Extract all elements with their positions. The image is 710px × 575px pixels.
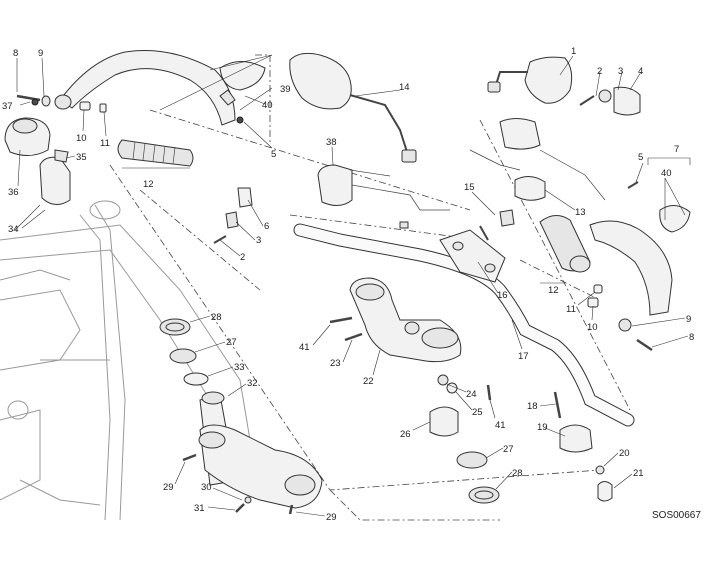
diagram-code: SOS00667 bbox=[652, 510, 701, 521]
callout-labels: 8 9 37 10 11 40 39 5 12 35 36 34 6 3 2 1… bbox=[2, 46, 694, 523]
callout-21: 21 bbox=[633, 468, 644, 479]
callout-23: 23 bbox=[330, 358, 341, 369]
brake-master-cylinder bbox=[469, 118, 606, 227]
grip-left bbox=[117, 139, 194, 167]
callout-14: 14 bbox=[399, 82, 410, 93]
upper-triple-clamp bbox=[329, 277, 462, 363]
callout-5-right: 5 bbox=[638, 152, 643, 163]
callout-3-right: 3 bbox=[618, 66, 623, 77]
callout-13: 13 bbox=[575, 207, 586, 218]
callout-2-right: 2 bbox=[597, 66, 602, 77]
callout-10-right: 10 bbox=[587, 322, 598, 333]
callout-40-right: 40 bbox=[661, 168, 672, 179]
callout-9-left: 9 bbox=[38, 48, 43, 59]
callout-41-right: 41 bbox=[495, 420, 506, 431]
right-lever bbox=[587, 181, 691, 352]
callout-27-left: 27 bbox=[226, 337, 237, 348]
callout-17: 17 bbox=[518, 351, 529, 362]
callout-9-right: 9 bbox=[686, 314, 691, 325]
callout-8-right: 8 bbox=[689, 332, 694, 343]
callout-19: 19 bbox=[537, 422, 548, 433]
callout-18: 18 bbox=[527, 401, 538, 412]
callout-29-left: 29 bbox=[163, 482, 174, 493]
callout-33: 33 bbox=[234, 362, 245, 373]
callout-15: 15 bbox=[464, 182, 475, 193]
lever-guard-left bbox=[219, 61, 266, 106]
steering-stem bbox=[198, 391, 323, 509]
callout-10-left: 10 bbox=[76, 133, 87, 144]
callout-41-left: 41 bbox=[299, 342, 310, 353]
left-lever bbox=[54, 49, 236, 126]
callout-24: 24 bbox=[466, 389, 477, 400]
callout-3-left: 3 bbox=[256, 235, 261, 246]
handlebar-clamp bbox=[439, 225, 506, 283]
callout-36: 36 bbox=[8, 187, 19, 198]
callout-11-left: 11 bbox=[100, 138, 110, 149]
callout-16: 16 bbox=[497, 290, 508, 301]
steering-nut-group bbox=[429, 374, 500, 504]
grip-right bbox=[539, 215, 591, 273]
handlebar bbox=[293, 223, 635, 427]
left-switch-housing bbox=[4, 117, 71, 231]
callout-35: 35 bbox=[76, 152, 87, 163]
callout-8-left: 8 bbox=[13, 48, 18, 59]
callout-22: 22 bbox=[363, 376, 374, 387]
mirror-right bbox=[487, 56, 573, 104]
callout-27-right: 27 bbox=[503, 444, 514, 455]
callout-1: 1 bbox=[571, 46, 576, 57]
leader-lines bbox=[16, 54, 691, 517]
callout-25: 25 bbox=[472, 407, 483, 418]
callout-30: 30 bbox=[201, 482, 212, 493]
callout-12-right: 12 bbox=[548, 285, 559, 296]
callout-20: 20 bbox=[619, 448, 630, 459]
callout-26: 26 bbox=[400, 429, 411, 440]
callout-28-right: 28 bbox=[512, 468, 523, 479]
callout-6: 6 bbox=[264, 221, 269, 232]
callout-11-right: 11 bbox=[566, 304, 576, 315]
motorcycle-frame bbox=[0, 200, 251, 521]
callout-7: 7 bbox=[674, 144, 679, 155]
callout-38: 38 bbox=[326, 137, 337, 148]
callout-2-left: 2 bbox=[240, 252, 245, 263]
assembly-lines bbox=[109, 54, 631, 521]
right-clamp bbox=[579, 86, 641, 116]
callout-31: 31 bbox=[194, 503, 205, 514]
lever-pivot-bolt-left bbox=[16, 94, 51, 107]
callout-40-left: 40 bbox=[262, 100, 273, 111]
lower-clamp-bolts bbox=[182, 453, 294, 515]
callout-12-left: 12 bbox=[143, 179, 154, 190]
callout-28-left: 28 bbox=[211, 312, 222, 323]
callout-34: 34 bbox=[8, 224, 19, 235]
callout-32: 32 bbox=[247, 378, 258, 389]
handlebar-riser bbox=[553, 391, 613, 502]
callout-37: 37 bbox=[2, 101, 13, 112]
callout-29-right: 29 bbox=[326, 512, 337, 523]
callout-4: 4 bbox=[638, 66, 643, 77]
callout-39: 39 bbox=[280, 84, 291, 95]
connector-small-left bbox=[213, 187, 253, 244]
left-control-switch bbox=[317, 164, 450, 229]
small-bushing-left bbox=[79, 101, 244, 124]
steering-bearings-left bbox=[159, 318, 209, 386]
callout-5-left: 5 bbox=[271, 149, 276, 160]
mirror-left bbox=[289, 52, 417, 163]
